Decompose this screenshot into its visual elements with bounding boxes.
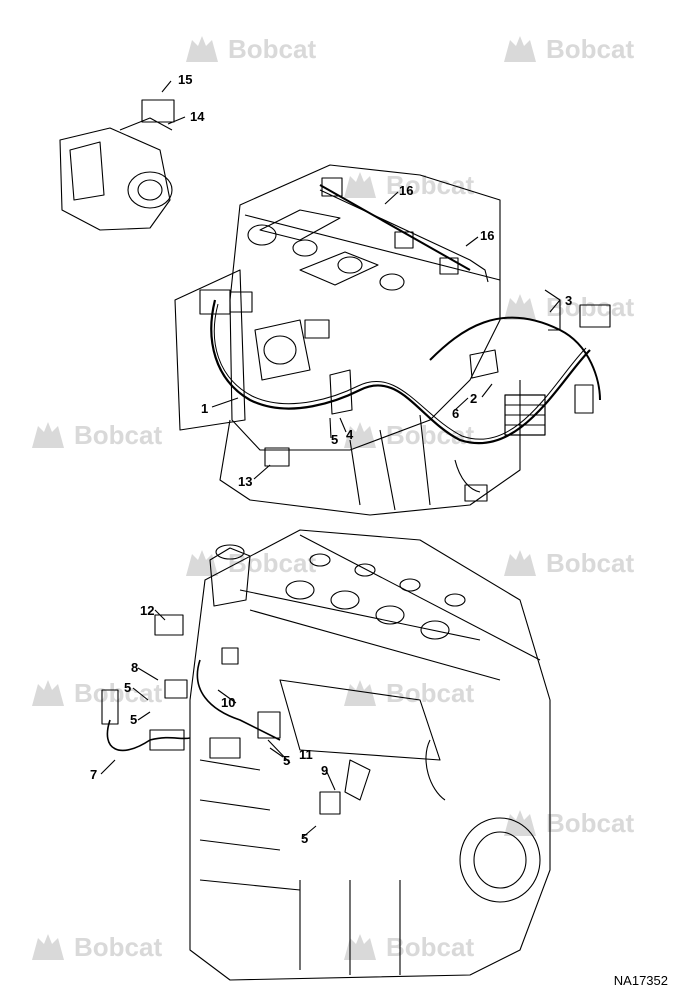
callout-5-mid: 5	[283, 753, 291, 768]
callout-9: 9	[321, 763, 329, 778]
callout-5-left-b: 5	[130, 712, 138, 727]
callout-1: 1	[201, 401, 209, 416]
callout-2: 2	[470, 391, 478, 406]
lower-sensors-drawing	[101, 447, 341, 815]
callout-6: 6	[452, 406, 460, 421]
callout-16-b: 16	[480, 228, 495, 243]
upper-engine-drawing	[174, 164, 611, 516]
callout-5-upper: 5	[331, 432, 339, 447]
callout-10: 10	[221, 695, 236, 710]
throttle-body-drawing	[59, 99, 175, 231]
callout-12: 12	[140, 603, 155, 618]
callout-11: 11	[299, 747, 313, 762]
callout-4: 4	[346, 427, 354, 442]
callout-5-left-a: 5	[124, 680, 132, 695]
callout-16-a: 16	[399, 183, 414, 198]
leader-lines	[100, 80, 561, 838]
callout-7: 7	[90, 767, 98, 782]
callout-5-lower: 5	[301, 831, 309, 846]
callout-13: 13	[238, 474, 253, 489]
callout-3: 3	[565, 293, 573, 308]
callout-14: 14	[190, 109, 205, 124]
lower-engine-drawing	[189, 529, 551, 981]
figure-reference-code: NA17352	[613, 973, 668, 988]
callout-8: 8	[131, 660, 139, 675]
callout-15: 15	[178, 72, 193, 87]
